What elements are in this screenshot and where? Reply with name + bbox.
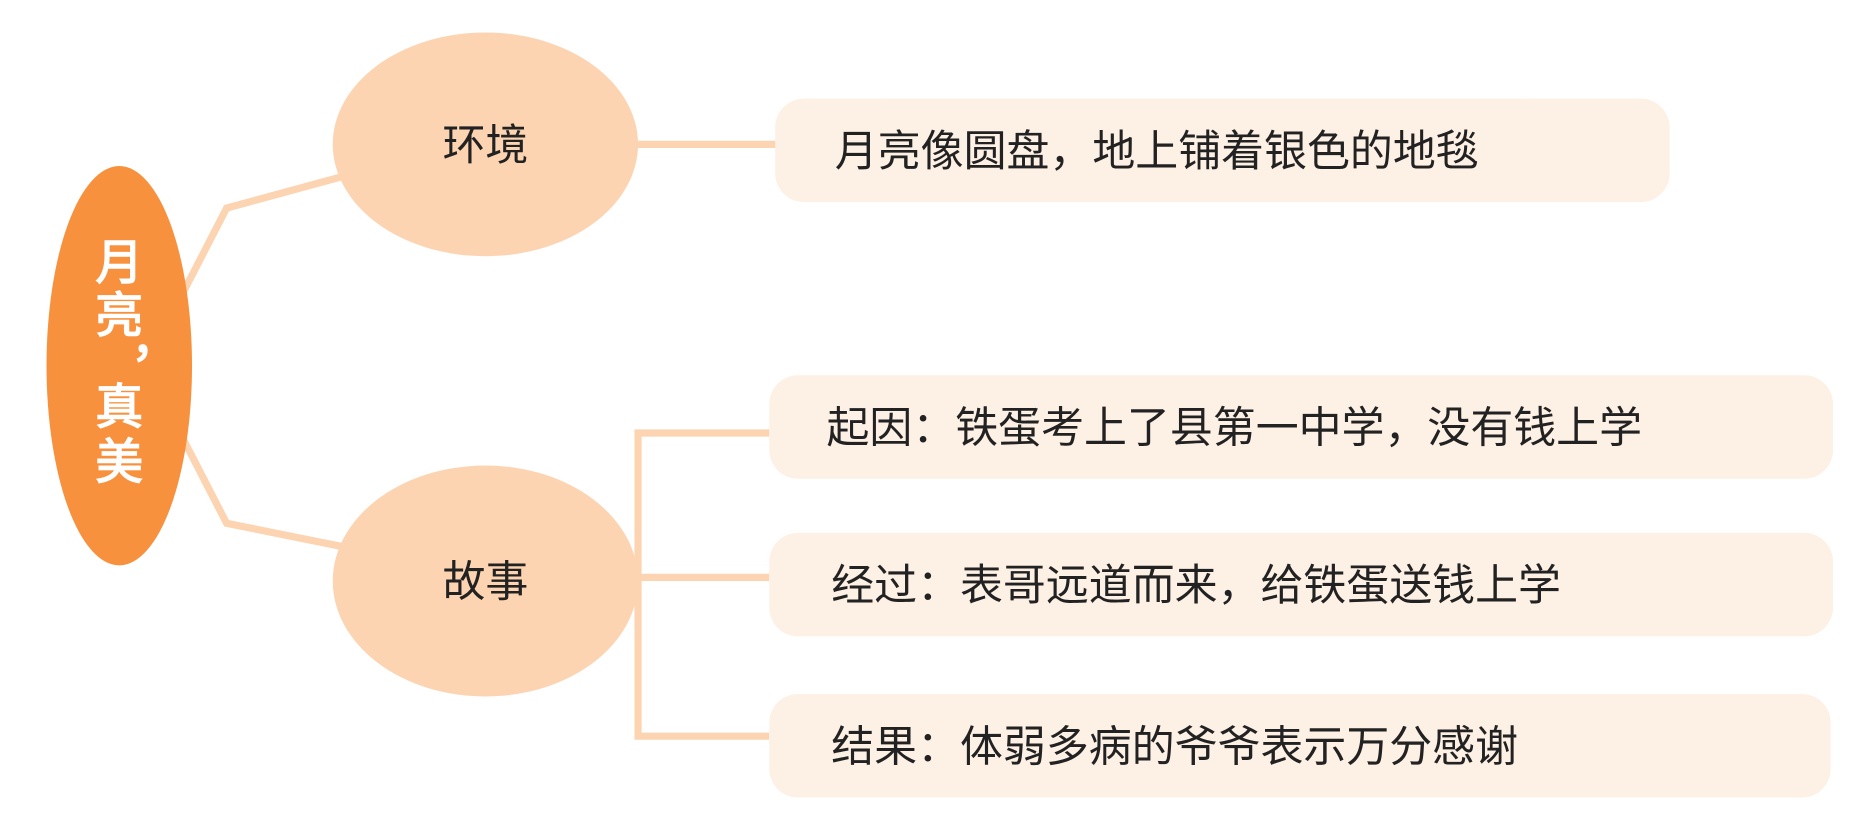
connectors: [175, 140, 778, 740]
leaf-text: 月亮像圆盘，地上铺着银色的地毯: [835, 127, 1479, 177]
root-char-4: 美: [95, 435, 143, 491]
root-char-1: 月: [95, 235, 143, 291]
leaf-text: 起因：铁蛋考上了县第一中学，没有钱上学: [826, 403, 1642, 453]
connector-story-bracket: [634, 429, 770, 740]
root-node[interactable]: [46, 166, 193, 566]
branch-label-story: 故事: [442, 557, 528, 607]
leaf-text: 结果：体弱多病的爷爷表示万分感谢: [831, 722, 1518, 772]
leaf-story-cause[interactable]: [769, 375, 1834, 479]
leaf-story-result[interactable]: [769, 694, 1831, 798]
connector-root-story: [175, 428, 347, 551]
leaf-environment-description[interactable]: [775, 98, 1670, 203]
root-char-3: 真: [95, 379, 143, 435]
leaf-story-process[interactable]: [769, 532, 1834, 637]
branch-node-environment[interactable]: [332, 32, 639, 257]
root-char-2: 亮: [95, 288, 143, 344]
branch-node-story[interactable]: [332, 465, 639, 697]
root-comma: ，: [131, 312, 179, 368]
connector-root-environment: [175, 172, 347, 303]
leaf-text: 经过：表哥远道而来，给铁蛋送钱上学: [831, 561, 1561, 611]
branch-label-environment: 环境: [442, 121, 528, 171]
